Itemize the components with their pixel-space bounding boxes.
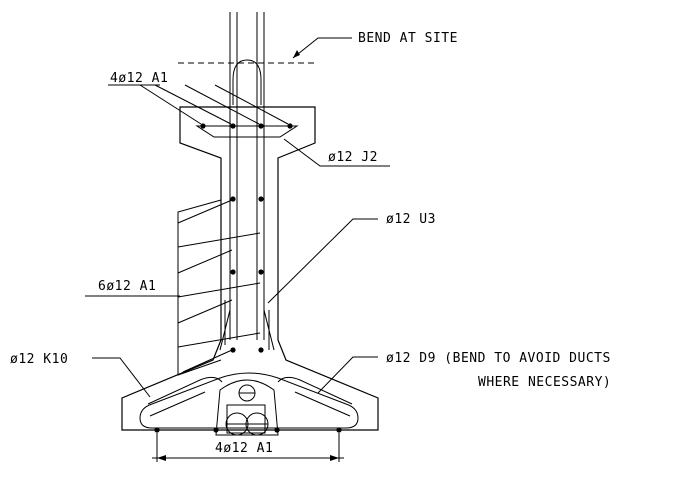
d9-bars	[147, 376, 353, 417]
label-j2: ø12 J2	[328, 150, 378, 165]
label-bend-at-site: BEND AT SITE	[358, 31, 458, 46]
leader-bend-at-site	[292, 37, 352, 59]
label-top-bars: 4ø12 A1	[110, 71, 168, 86]
dimension-bottom-bars	[152, 433, 344, 462]
label-d9-line2: WHERE NECESSARY)	[478, 375, 611, 390]
rebar-dots	[154, 123, 342, 433]
leader-top-bars	[108, 84, 289, 125]
k10-link	[139, 372, 359, 429]
leader-k10	[92, 357, 151, 398]
u-bar-top-loop	[232, 59, 262, 105]
leader-u3	[267, 218, 378, 304]
label-bottom-bars: 4ø12 A1	[215, 441, 273, 456]
u3-stirrup	[219, 300, 275, 351]
starter-bars	[229, 12, 265, 340]
beam-outline	[121, 106, 379, 431]
j2-link	[195, 125, 299, 138]
leader-j2	[283, 138, 390, 167]
label-k10: ø12 K10	[10, 352, 68, 367]
label-side-bars: 6ø12 A1	[98, 279, 156, 294]
leader-d9	[317, 356, 378, 394]
label-u3: ø12 U3	[386, 212, 436, 227]
side-links	[177, 199, 261, 376]
label-d9-line1: ø12 D9 (BEND TO AVOID DUCTS	[386, 351, 611, 366]
duct-sleeve	[215, 379, 279, 436]
